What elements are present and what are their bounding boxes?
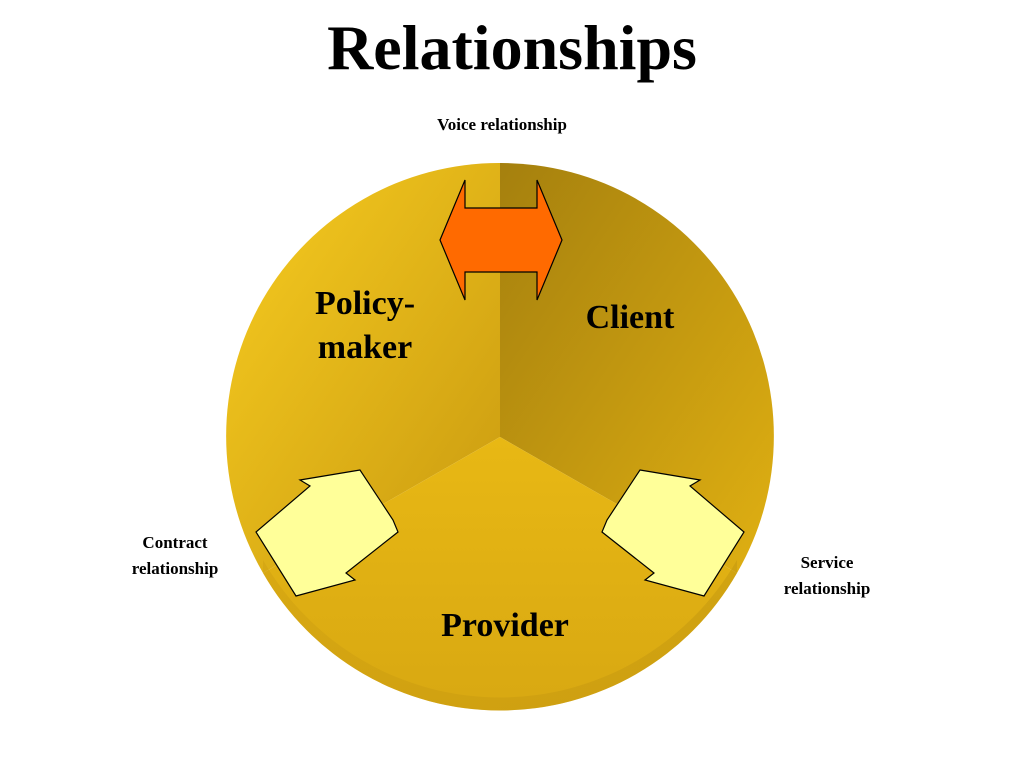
contract-relationship-arrow — [255, 469, 399, 597]
service-relationship-arrow — [601, 469, 745, 597]
contract-label-line-1: Contract — [142, 533, 208, 552]
voice-relationship-arrow — [439, 179, 563, 301]
policymaker-label: Policy- maker — [290, 282, 440, 370]
service-label-line-1: Service — [800, 553, 854, 572]
contract-label-line-2: relationship — [131, 559, 219, 578]
client-label: Client — [585, 299, 675, 336]
client-segment — [500, 162, 774, 573]
disc-rim — [263, 560, 737, 711]
service-label-line-2: relationship — [783, 579, 871, 598]
provider-label: Provider — [441, 607, 569, 644]
policymaker-label-line-2: maker — [317, 329, 413, 366]
voice-relationship-label: Voice relationship — [437, 115, 567, 134]
service-relationship-label: Service relationship — [762, 550, 892, 602]
contract-relationship-label: Contract relationship — [110, 530, 240, 582]
page-title: Relationships — [327, 12, 697, 83]
policymaker-label-line-1: Policy- — [314, 285, 416, 322]
policymaker-segment — [226, 162, 501, 573]
